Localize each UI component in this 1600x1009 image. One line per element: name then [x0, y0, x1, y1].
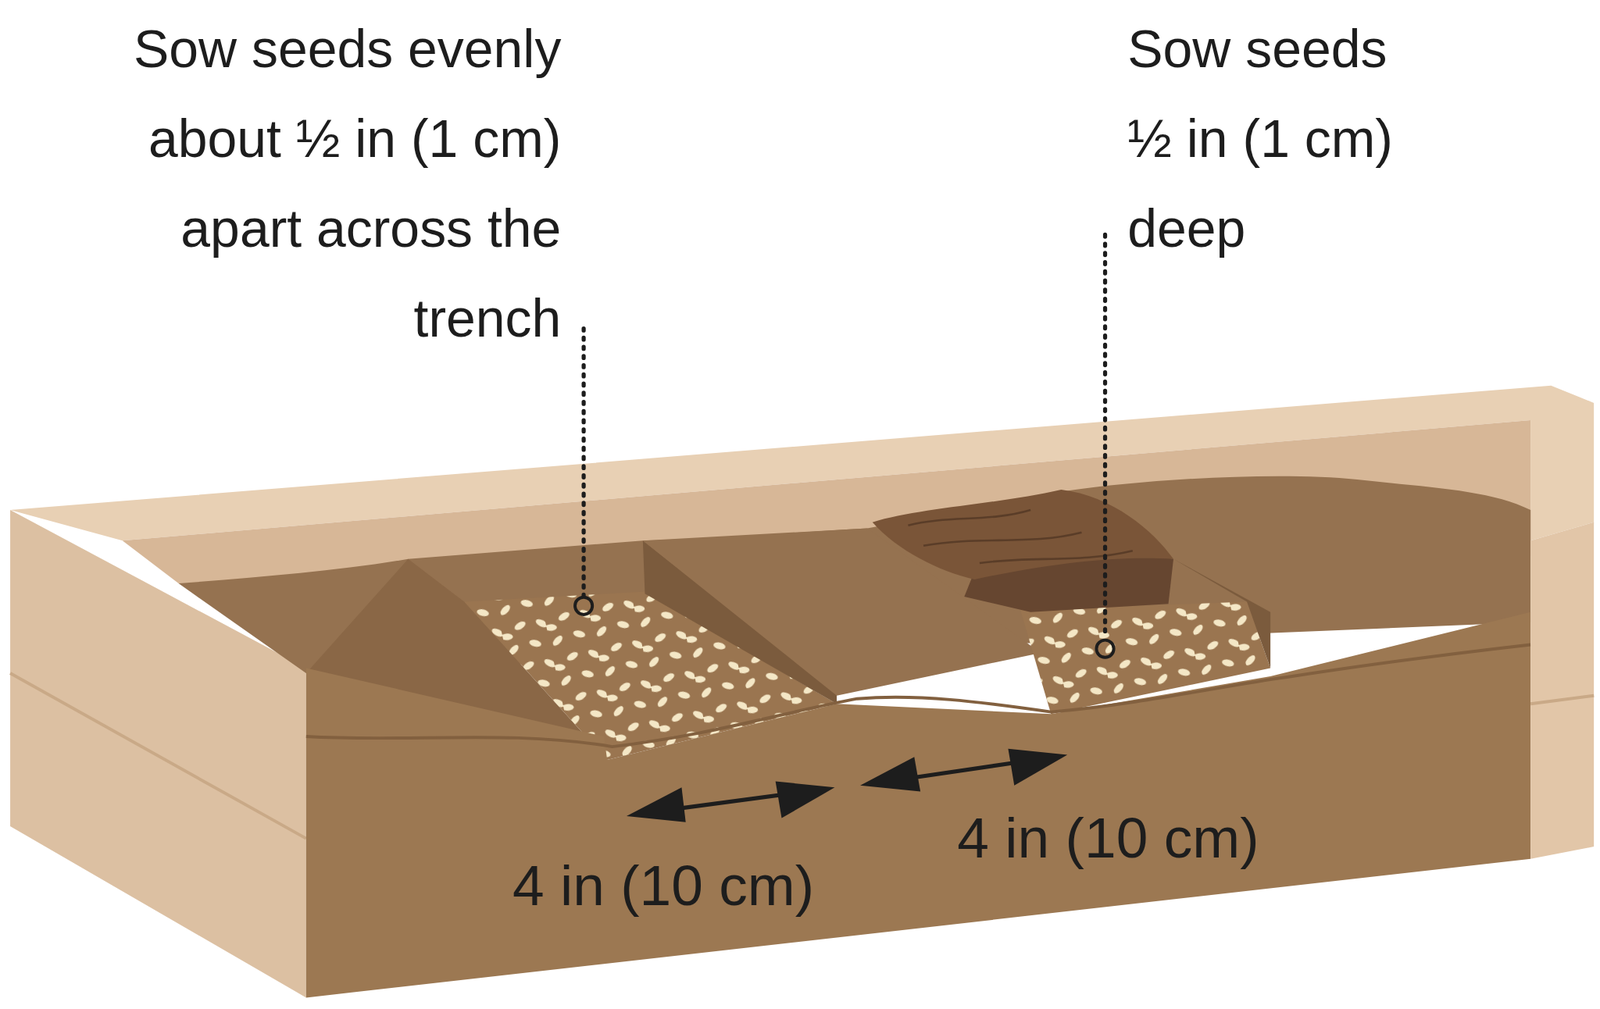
plank-line: [10, 673, 307, 840]
soil-cover: [872, 489, 1174, 580]
leader-line: [581, 328, 586, 597]
plank-line: [1530, 696, 1594, 704]
soil-texture: [907, 510, 1133, 564]
dimension-label: 4 in (10 cm): [512, 840, 815, 931]
callout-text: Sow seeds evenly about ½ in (1 cm) apart…: [81, 3, 561, 364]
dimension-label: 4 in (10 cm): [957, 793, 1259, 884]
leader-dot: [1096, 640, 1114, 658]
leader-line: [1103, 234, 1108, 639]
soil-front-face: [306, 612, 1531, 999]
callout-text: Sow seeds ½ in (1 cm) deep: [1127, 3, 1434, 274]
dimension-arrow: [626, 781, 835, 822]
bed-end: [1530, 522, 1594, 860]
soil-layer-line: [306, 644, 1531, 747]
trench-wall: [1173, 559, 1271, 669]
dimension-arrow: [860, 749, 1068, 793]
leader-dot: [575, 597, 593, 615]
